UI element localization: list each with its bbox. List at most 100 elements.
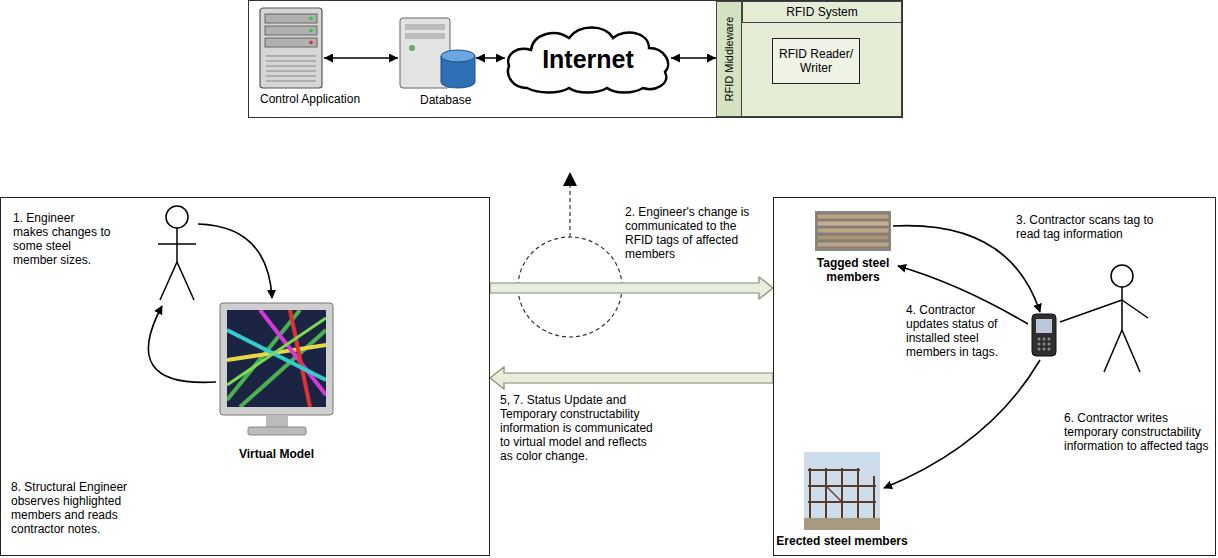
steel-frame-photo [841,468,843,518]
engineer-figure [177,262,194,300]
monitor-picture [227,310,326,407]
contractor-figure [1121,287,1123,330]
engineer-figure [158,243,196,245]
steel-frame-photo [804,452,880,530]
monitor-picture [248,427,306,435]
steel-beams-photo [817,214,889,219]
steel-frame-photo [808,485,876,487]
phone-icon [1036,319,1052,333]
server-icon [265,14,317,23]
node-label: 8. Structural Engineer observes highligh… [11,480,161,536]
phone-icon [1048,343,1051,346]
link-arrow [324,57,398,59]
server-icon [266,76,316,77]
steel-beams-photo [817,221,889,226]
link-arrow [476,57,505,59]
node-label: RFID Middleware [723,17,736,102]
contractor-figure [1122,300,1148,318]
steel-beams-photo [817,228,889,233]
block-arrow [490,367,773,389]
middleware-band: RFID Middleware [717,2,742,116]
server-icon [265,26,317,35]
engineer-figure [176,228,178,262]
engineer-figure [160,262,177,300]
database-icon [409,45,415,51]
monitor-picture [290,310,310,407]
steel-beams-photo [815,211,891,251]
flow-curve [148,224,1040,488]
steel-frame-photo [857,468,859,518]
phone-icon [1038,343,1041,346]
dashed-callout [563,172,577,186]
node-label: 4. Contractor updates status of installe… [906,303,1000,359]
server-icon [309,17,313,21]
monitor-picture [220,303,333,415]
cloud-shape [508,28,668,93]
steel-frame-photo [808,469,860,471]
phone-icon [1048,338,1051,341]
node-label: Tagged steel members [813,256,893,284]
server-icon [309,41,313,45]
database-icon [405,24,445,30]
steel-frame-photo [826,486,842,502]
monitor-picture [227,310,326,407]
phone-icon [1043,348,1046,351]
reader-box: RFID Reader/ Writer [772,38,860,84]
steel-beams-photo [817,242,889,247]
flow-curve [198,224,272,298]
monitor-picture [220,303,333,435]
server-icon [260,8,322,88]
cloud-node: Internet [505,24,671,94]
system-panel [249,1,903,118]
node-label: 1. Engineer makes changes to some steel … [13,211,111,267]
node-label: Internet [509,45,667,73]
node-label: 3. Contractor scans tag to read tag info… [1016,213,1156,241]
contractor-figure [1122,330,1140,372]
steel-frame-photo [873,476,875,518]
phone-icon [1043,338,1046,341]
steel-frame-photo [808,468,876,518]
phone-icon [1043,343,1046,346]
link-arrow [671,57,716,59]
engineer-panel: 1. Engineer makes changes to some steel … [0,197,490,556]
monitor-picture [227,318,326,385]
edge-label: 2. Engineer's change is communicated to … [625,205,755,261]
server-icon [309,29,313,33]
phone-icon [1032,314,1056,356]
server-icon [266,81,316,82]
flow-curve [148,306,216,382]
steel-frame-photo [809,468,811,518]
server-icon [266,66,316,67]
node-label: Erected steel members [774,534,910,548]
node-label: RFID Reader/ Writer [777,47,855,75]
server-icon [266,71,316,72]
database-icon [400,18,475,88]
contractor-figure [1060,300,1122,322]
server-icon [266,56,316,57]
phone-icon [1038,338,1041,341]
server-icon [265,38,317,47]
node-label: Database [420,93,471,107]
flow-curve [884,360,1040,488]
phone-icon [1048,348,1051,351]
block-arrow [490,277,773,299]
database-node: Database [398,18,476,90]
server-icon [260,8,322,88]
dashed-callout [518,172,622,337]
steel-beams-photo [815,211,891,251]
steel-beams-photo [817,235,889,240]
dashed-callout [569,186,570,237]
edge-label: 5, 7. Status Update and Temporary constr… [500,393,658,463]
contractor-panel: 3. Contractor scans tag to read tag info… [773,197,1216,556]
phone-icon [1038,338,1051,351]
server-node: Control Application [258,8,324,88]
node-label: Control Application [260,92,360,106]
phone-icon [1032,314,1056,356]
photo-node: Tagged steel members [813,210,893,288]
steel-frame-photo [804,518,880,530]
contractor-figure [1060,265,1148,372]
node-label: RFID System [742,2,901,23]
phone-icon [1038,348,1041,351]
